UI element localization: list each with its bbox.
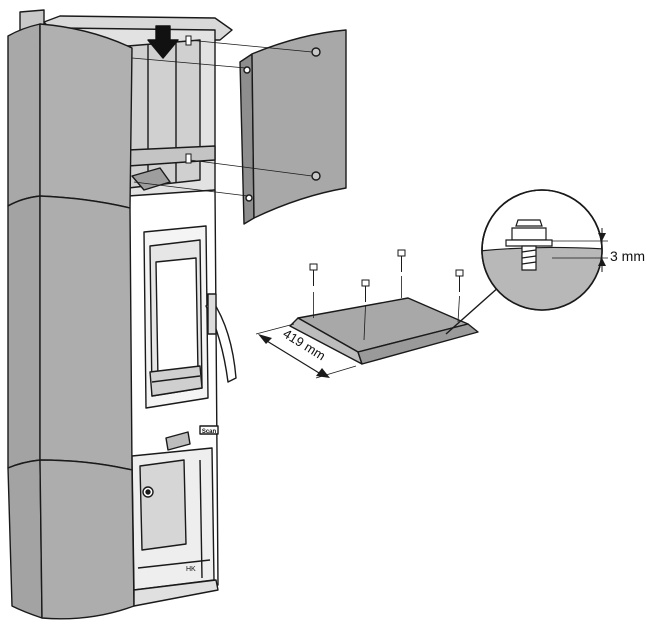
screw-4 — [455, 269, 464, 292]
width-dimension — [255, 323, 357, 379]
upper-bracket — [131, 167, 171, 191]
alignment-lines — [131, 39, 313, 197]
front-panel-upper — [39, 23, 133, 209]
door-inner-window — [155, 257, 199, 381]
gap-dimension — [552, 228, 608, 272]
callout-magnifier — [445, 189, 603, 335]
callout-plate-surface — [482, 246, 602, 310]
gap-label: 3 mm — [610, 248, 645, 264]
side-panel-upper — [7, 23, 41, 207]
hook-slot-top — [185, 35, 192, 46]
side-panel-lower — [7, 459, 43, 619]
base-plate-right-edge — [357, 323, 479, 365]
front-panel-middle — [39, 195, 133, 471]
screw-2 — [361, 279, 370, 302]
down-arrow-icon — [147, 25, 179, 59]
stove: Scan HK — [7, 9, 237, 620]
hook-slot-bottom — [185, 153, 192, 164]
screw-3 — [397, 249, 406, 272]
cover-pin-top — [243, 66, 251, 74]
callout-leader — [445, 285, 501, 335]
cover-panel-face — [251, 29, 347, 219]
screws — [309, 249, 464, 341]
brand-plate — [199, 425, 219, 435]
cover-bolt-bottom — [311, 171, 321, 181]
top-cover-panel — [239, 29, 347, 225]
screw-1 — [309, 263, 318, 286]
door-latch[interactable] — [207, 293, 217, 335]
brand-plate-label: Scan — [202, 429, 217, 435]
stove-base — [133, 579, 219, 607]
base-plate — [289, 297, 479, 365]
cover-pin-bottom — [245, 194, 253, 202]
ash-drawer[interactable] — [139, 459, 187, 551]
door-grate — [149, 365, 203, 397]
cover-bolt-top — [311, 47, 321, 57]
front-panel-lower — [39, 459, 135, 620]
lower-bracket — [165, 431, 191, 451]
side-panel-middle — [7, 195, 41, 469]
callout-washer — [505, 239, 553, 247]
callout-bolt-head — [511, 227, 547, 241]
stove-marking: HK — [186, 566, 196, 573]
